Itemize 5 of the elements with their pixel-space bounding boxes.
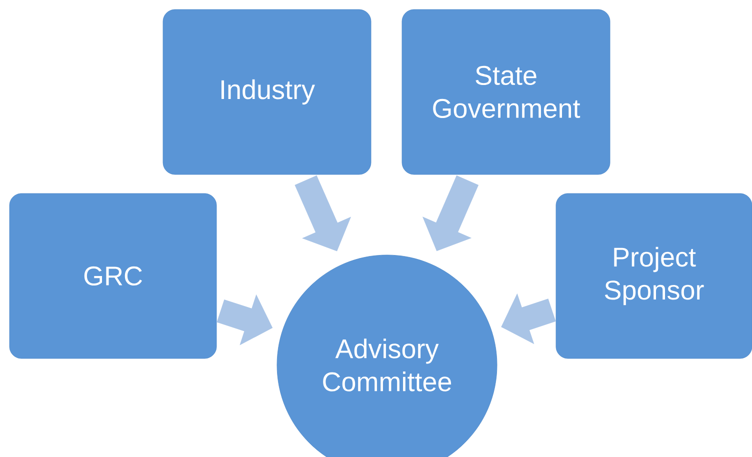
- rounded-box: Industry: [162, 9, 372, 175]
- rounded-box: GRC: [9, 193, 217, 359]
- circle-node: Advisory Committee: [276, 254, 498, 457]
- rounded-box: Project Sponsor: [556, 193, 752, 359]
- rounded-box: State Government: [402, 9, 610, 175]
